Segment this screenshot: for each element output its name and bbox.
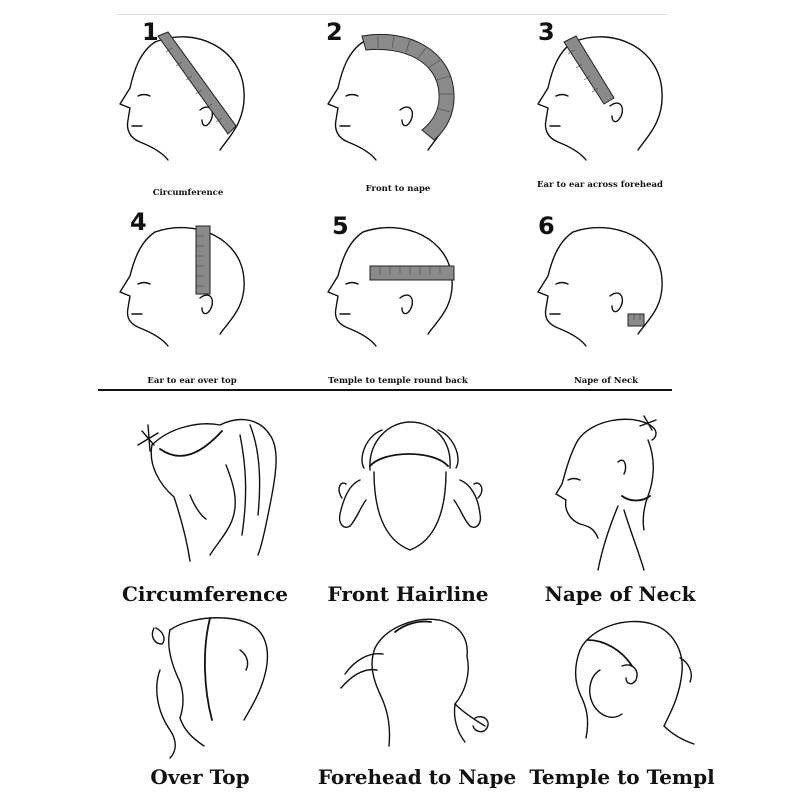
measuring-tape <box>361 33 455 141</box>
top-rule <box>118 14 666 15</box>
step-number: 1 <box>142 18 159 46</box>
step-number: 3 <box>538 18 555 46</box>
step-caption: Ear to ear across forehead <box>537 180 663 190</box>
sketch-caption: Nape of Neck <box>544 582 696 606</box>
measuring-tape <box>627 313 645 327</box>
section-divider <box>98 389 672 391</box>
sketch-caption: Front Hairline <box>327 582 489 606</box>
measuring-tape <box>369 265 455 281</box>
sketch-head-over-top <box>151 617 269 759</box>
step-number: 5 <box>332 212 349 240</box>
step-number: 2 <box>326 18 343 46</box>
measuring-tape <box>195 225 211 295</box>
measuring-tape <box>563 35 615 105</box>
sketch-head-nape <box>555 415 657 571</box>
head-profile-6 <box>537 226 663 347</box>
step-caption: Ear to ear over top <box>147 376 237 386</box>
sketch-head-temple-to-temple <box>574 620 695 745</box>
step-caption: Nape of Neck <box>573 376 639 386</box>
sketch-head-circumference <box>137 418 277 562</box>
sketch-caption: Forehead to Nape <box>317 765 517 789</box>
step-number: 4 <box>130 208 147 236</box>
head-profile-3 <box>537 35 663 161</box>
step-caption: Circumference <box>152 188 224 198</box>
sketch-caption: Circumference <box>122 582 288 606</box>
sketch-caption: Over Top <box>150 765 250 789</box>
head-profile-2 <box>327 33 455 161</box>
sketch-head-forehead-to-nape <box>340 618 489 747</box>
head-profile-5 <box>327 226 455 347</box>
step-caption: Temple to temple round back <box>328 376 468 386</box>
head-profile-4 <box>119 225 245 347</box>
step-number: 6 <box>538 212 555 240</box>
sketch-caption: Temple to Templ <box>529 765 715 789</box>
sketch-head-front-hairline <box>338 421 483 551</box>
measuring-tape <box>157 31 237 135</box>
head-profile-1 <box>119 31 245 161</box>
step-caption: Front to nape <box>365 184 431 194</box>
